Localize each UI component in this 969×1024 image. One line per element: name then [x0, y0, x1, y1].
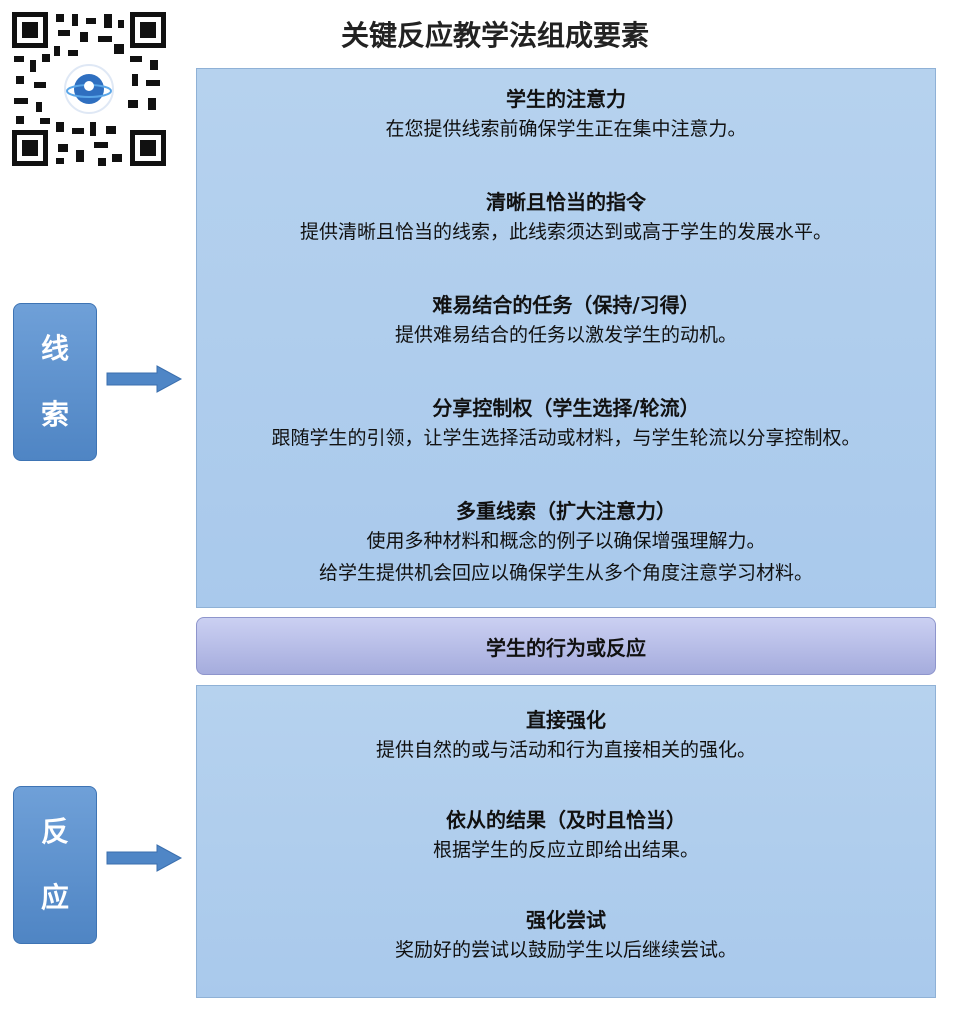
response-section-reinforce-attempts: 强化尝试 奖励好的尝试以鼓励学生以后继续尝试。: [197, 906, 935, 966]
section-description: 根据学生的反应立即给出结果。: [432, 839, 699, 861]
cues-arrow-icon: [106, 365, 183, 393]
section-description: 跟随学生的引领，让学生选择活动或材料，与学生轮流以分享控制权。: [271, 427, 861, 449]
qr-code-image: [10, 10, 168, 168]
section-description: 奖励好的尝试以鼓励学生以后继续尝试。: [394, 939, 737, 961]
section-description: 给学生提供机会回应以确保学生从多个角度注意学习材料。: [318, 562, 813, 584]
cue-section-multiple-cues: 多重线索（扩大注意力） 使用多种材料和概念的例子以确保增强理解力。 给学生提供机…: [197, 497, 935, 589]
response-side-label: 反 应: [13, 786, 97, 944]
section-title: 清晰且恰当的指令: [486, 190, 646, 214]
response-panel: 直接强化 提供自然的或与活动和行为直接相关的强化。 依从的结果（及时且恰当） 根…: [196, 685, 936, 998]
section-title: 依从的结果（及时且恰当）: [446, 808, 686, 832]
cues-side-label: 线 索: [13, 303, 97, 461]
cues-panel: 学生的注意力 在您提供线索前确保学生正在集中注意力。 清晰且恰当的指令 提供清晰…: [196, 68, 936, 608]
response-section-contingent-consequences: 依从的结果（及时且恰当） 根据学生的反应立即给出结果。: [197, 806, 935, 866]
cue-section-shared-control: 分享控制权（学生选择/轮流） 跟随学生的引领，让学生选择活动或材料，与学生轮流以…: [197, 394, 935, 454]
cues-side-char-2: 索: [40, 398, 69, 431]
cue-section-attention: 学生的注意力 在您提供线索前确保学生正在集中注意力。: [197, 85, 935, 145]
response-arrow-icon: [106, 844, 183, 872]
response-side-char-2: 应: [40, 881, 69, 914]
section-description: 提供难易结合的任务以激发学生的动机。: [394, 324, 737, 346]
cue-section-mixed-tasks: 难易结合的任务（保持/习得） 提供难易结合的任务以激发学生的动机。: [197, 291, 935, 351]
page-title: 关键反应教学法组成要素: [340, 19, 649, 52]
section-title: 分享控制权（学生选择/轮流）: [432, 396, 700, 420]
section-title: 难易结合的任务（保持/习得）: [432, 293, 700, 317]
section-description: 提供自然的或与活动和行为直接相关的强化。: [375, 739, 756, 761]
section-title: 学生的注意力: [506, 87, 626, 111]
response-side-char-1: 反: [40, 815, 69, 848]
section-description: 提供清晰且恰当的线索，此线索须达到或高于学生的发展水平。: [299, 221, 832, 243]
section-title: 直接强化: [526, 708, 606, 732]
student-behavior-bar: 学生的行为或反应: [196, 617, 936, 675]
section-description: 在您提供线索前确保学生正在集中注意力。: [385, 118, 747, 140]
response-section-direct-reinforcement: 直接强化 提供自然的或与活动和行为直接相关的强化。: [197, 706, 935, 766]
section-description: 使用多种材料和概念的例子以确保增强理解力。: [366, 530, 766, 552]
section-title: 多重线索（扩大注意力）: [456, 499, 676, 523]
cues-side-char-1: 线: [40, 332, 69, 365]
cue-section-clear-instructions: 清晰且恰当的指令 提供清晰且恰当的线索，此线索须达到或高于学生的发展水平。: [197, 188, 935, 248]
section-title: 强化尝试: [526, 908, 606, 932]
student-behavior-label: 学生的行为或反应: [486, 635, 646, 660]
